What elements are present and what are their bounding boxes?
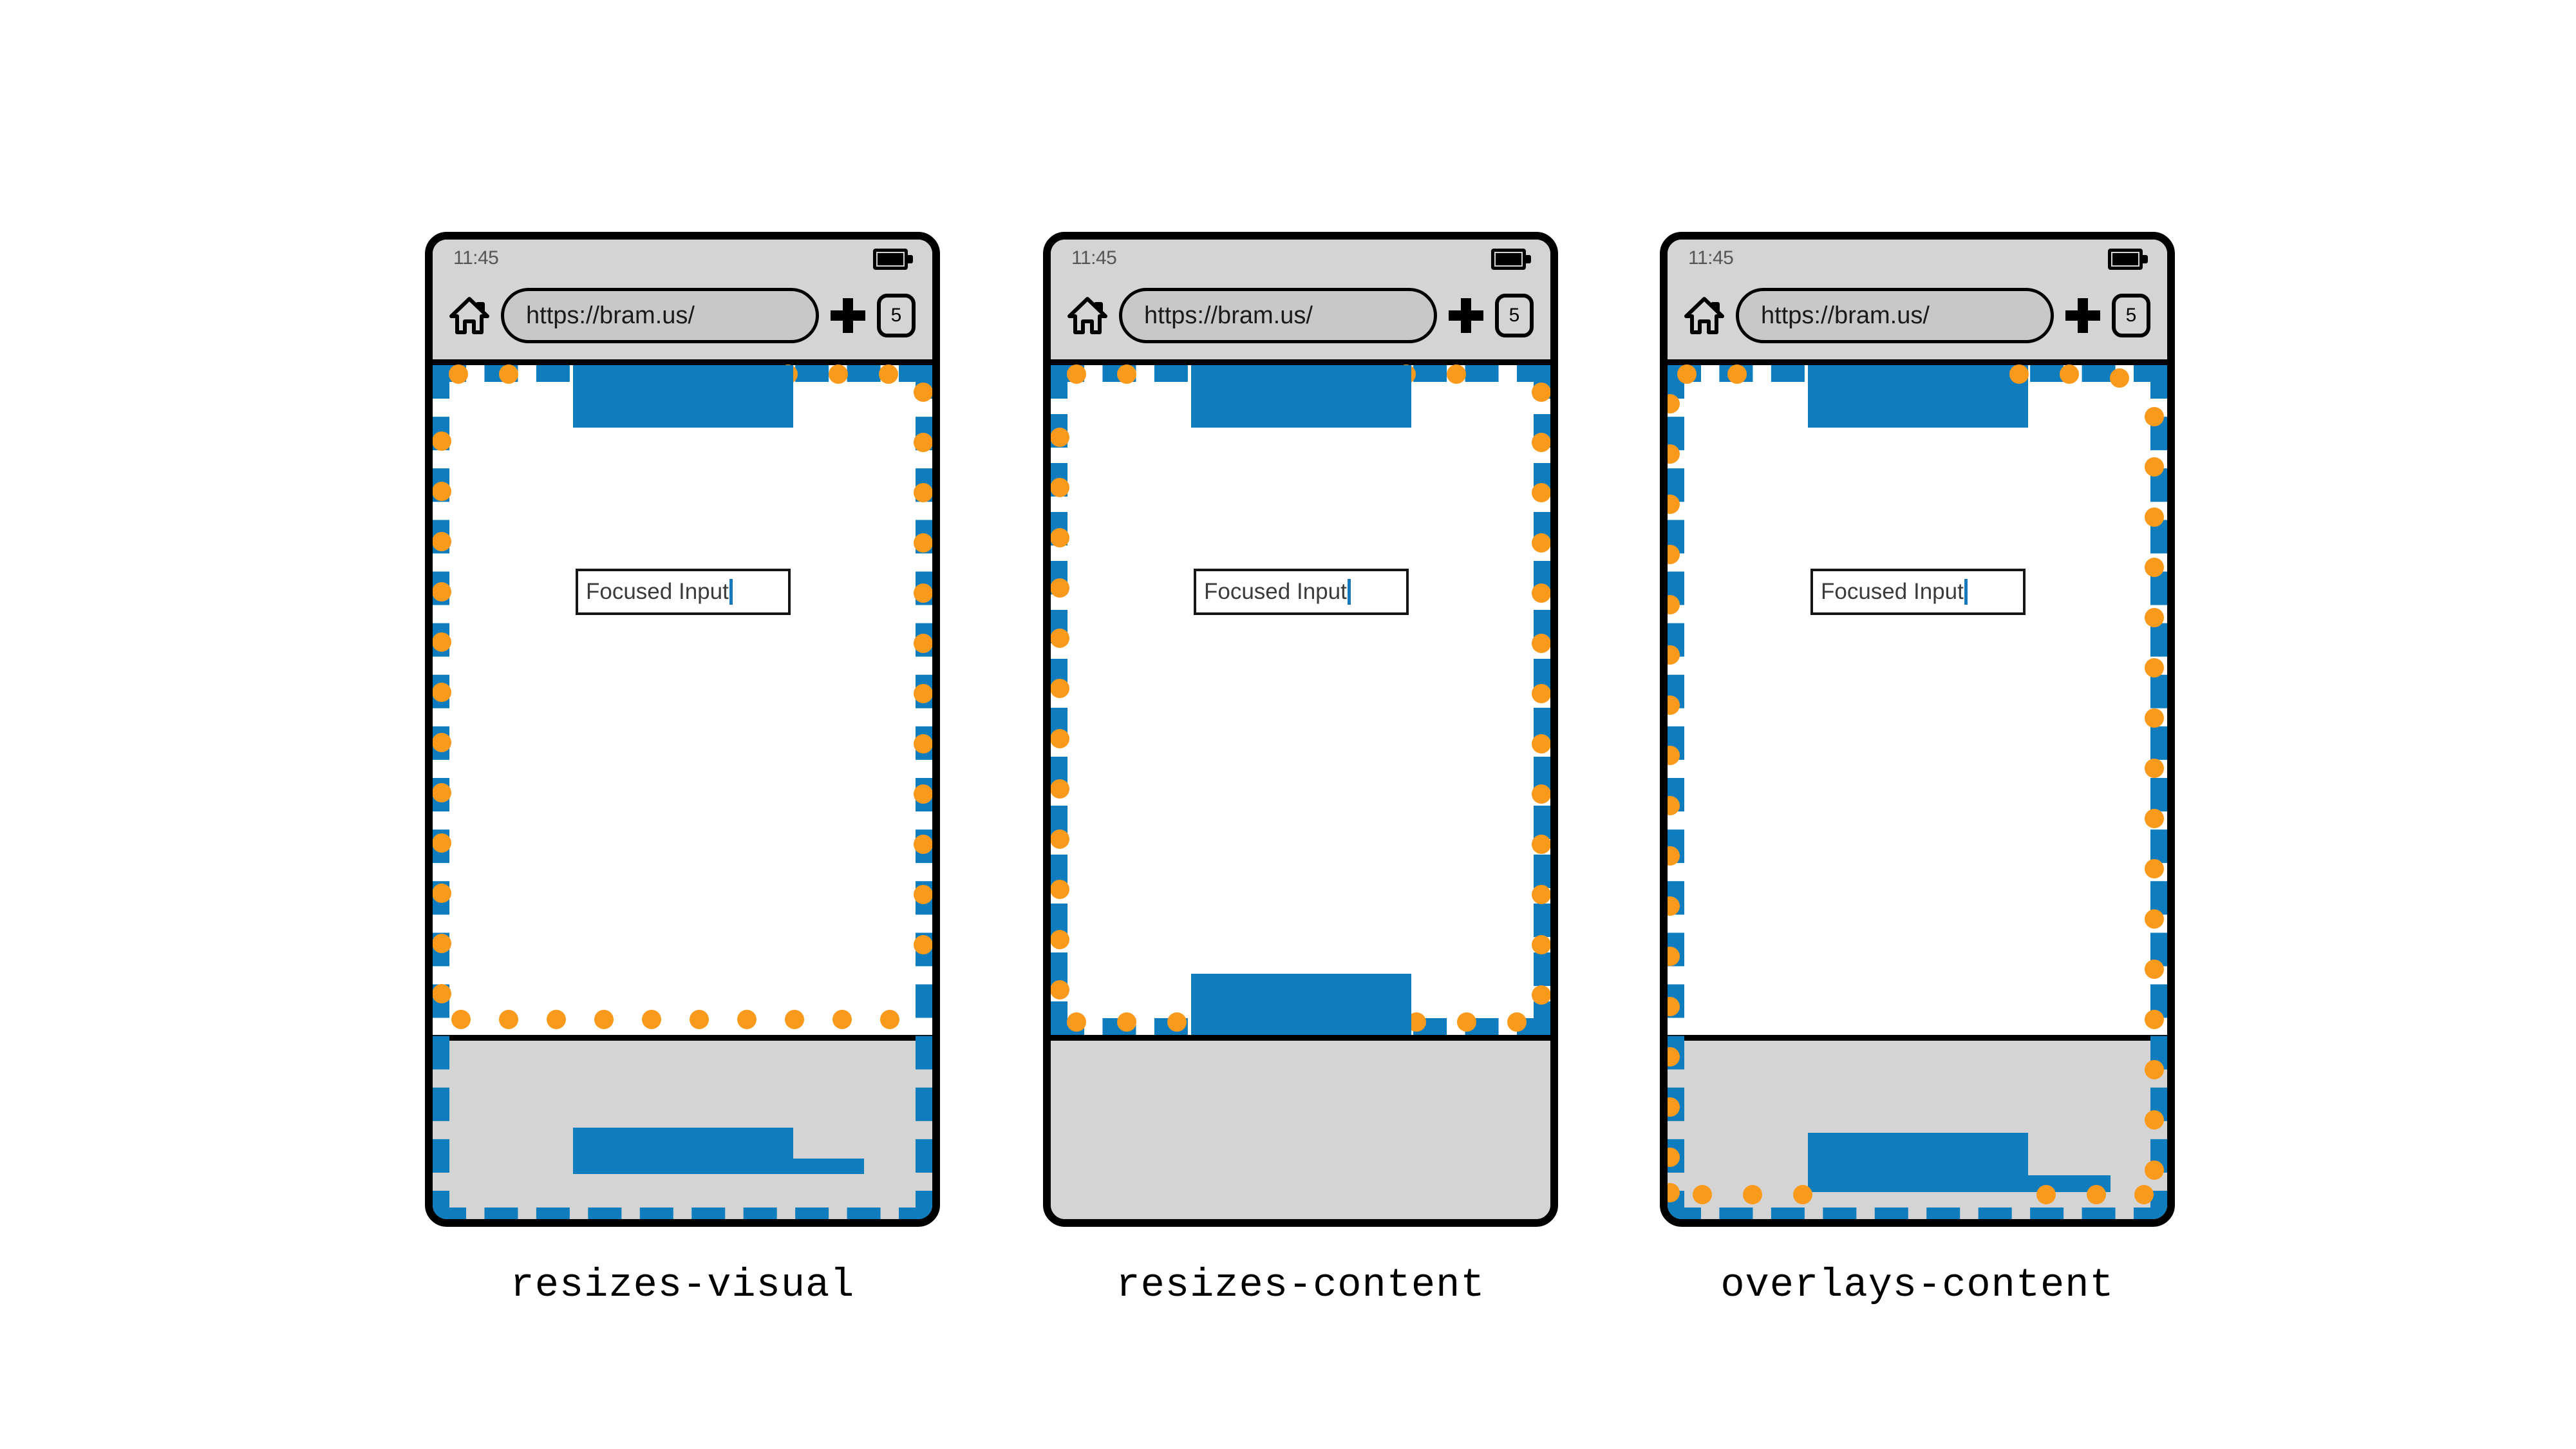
home-icon[interactable] (449, 297, 489, 334)
page-header-block (1808, 365, 2028, 428)
panel-caption-resizes-content: resizes-content (1116, 1262, 1485, 1308)
battery-nub (1526, 255, 1531, 263)
phone-frame: 11:45 https://bram.us/ 5 (1660, 232, 2175, 1227)
url-text: https://bram.us/ (526, 301, 695, 329)
focused-input-value: Focused Input (586, 579, 729, 604)
virtual-keyboard[interactable] (1051, 1035, 1550, 1219)
page-footer-block-extra (793, 1159, 864, 1174)
text-caret (1347, 579, 1351, 605)
page-viewport (1668, 365, 2167, 1035)
battery-nub (908, 255, 913, 263)
browser-toolbar: https://bram.us/ 5 (1668, 277, 2167, 354)
page-footer-block (1191, 974, 1411, 1035)
page-footer-block (573, 1128, 793, 1174)
phone-panel-overlays-content: 11:45 https://bram.us/ 5 (1660, 232, 2175, 1227)
phone-screen: Focused Input (433, 365, 932, 1219)
panel-caption-resizes-visual: resizes-visual (510, 1262, 855, 1308)
phone-screen: Focused Input (1051, 365, 1550, 1219)
focused-input-field[interactable]: Focused Input (1194, 569, 1409, 615)
url-bar[interactable]: https://bram.us/ (1736, 288, 2054, 343)
phone-panel-resizes-visual: 11:45 https://bram.us/ 5 (425, 232, 940, 1227)
focused-input-value: Focused Input (1821, 579, 1964, 604)
page-viewport (433, 365, 932, 1035)
url-bar[interactable]: https://bram.us/ (501, 288, 819, 343)
text-caret (1964, 579, 1968, 605)
virtual-keyboard[interactable] (433, 1035, 932, 1219)
status-bar-time: 11:45 (453, 247, 499, 269)
battery-fill (2112, 253, 2138, 265)
url-bar[interactable]: https://bram.us/ (1119, 288, 1437, 343)
browser-chrome: 11:45 https://bram.us/ 5 (1051, 240, 1550, 365)
url-text: https://bram.us/ (1761, 301, 1930, 329)
url-text: https://bram.us/ (1144, 301, 1313, 329)
focused-input-field[interactable]: Focused Input (576, 569, 791, 615)
browser-chrome: 11:45 https://bram.us/ 5 (1668, 240, 2167, 365)
plus-icon[interactable] (2065, 298, 2100, 333)
browser-toolbar: https://bram.us/ 5 (1051, 277, 1550, 354)
battery-fill (1496, 253, 1521, 265)
battery-icon (1491, 249, 1531, 270)
page-footer-block-extra (2028, 1175, 2111, 1192)
panel-caption-overlays-content: overlays-content (1720, 1262, 2114, 1308)
page-header-block (573, 365, 793, 428)
status-bar-time: 11:45 (1688, 247, 1734, 269)
page-viewport (1051, 365, 1550, 1035)
browser-toolbar: https://bram.us/ 5 (433, 277, 932, 354)
battery-icon (873, 249, 913, 270)
browser-chrome: 11:45 https://bram.us/ 5 (433, 240, 932, 365)
page-header-block (1191, 365, 1411, 428)
plus-icon[interactable] (1449, 298, 1483, 333)
battery-fill (878, 253, 903, 265)
phone-frame: 11:45 https://bram.us/ 5 (1043, 232, 1558, 1227)
tab-count-button[interactable]: 5 (877, 294, 916, 337)
home-icon[interactable] (1067, 297, 1107, 334)
status-bar-time: 11:45 (1071, 247, 1117, 269)
plus-icon[interactable] (831, 298, 865, 333)
battery-nub (2143, 255, 2148, 263)
phone-frame: 11:45 https://bram.us/ 5 (425, 232, 940, 1227)
home-icon[interactable] (1684, 297, 1724, 334)
focused-input-value: Focused Input (1204, 579, 1347, 604)
virtual-keyboard[interactable] (1668, 1035, 2167, 1219)
focused-input-field[interactable]: Focused Input (1810, 569, 2026, 615)
phone-panel-resizes-content: 11:45 https://bram.us/ 5 (1043, 232, 1558, 1227)
phone-screen: Focused Input (1668, 365, 2167, 1219)
page-footer-block (1808, 1133, 2028, 1192)
tab-count-button[interactable]: 5 (2112, 294, 2150, 337)
battery-icon (2108, 249, 2148, 270)
tab-count-button[interactable]: 5 (1495, 294, 1534, 337)
text-caret (729, 579, 733, 605)
